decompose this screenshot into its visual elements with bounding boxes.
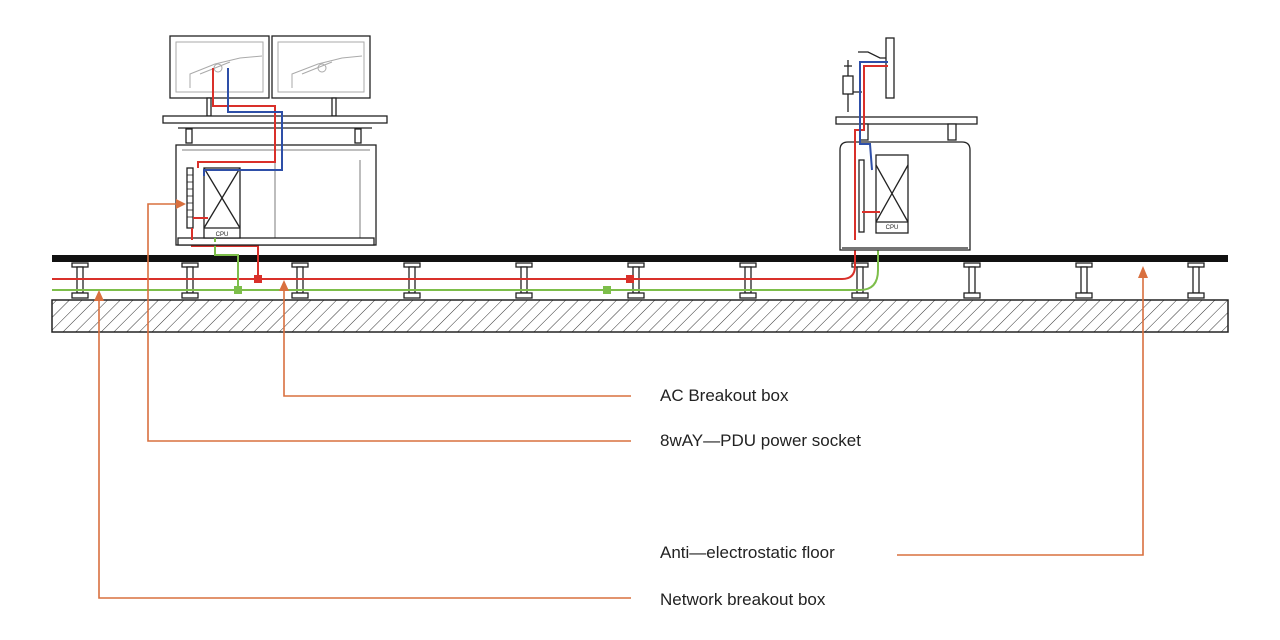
raised-floor-deck bbox=[52, 255, 1228, 262]
concrete-subfloor bbox=[51, 299, 1229, 333]
network-breakout-label: Network breakout box bbox=[660, 590, 826, 609]
leader-network-breakout bbox=[98, 299, 631, 599]
ac-breakout-box-2 bbox=[626, 275, 634, 283]
right-workstation bbox=[835, 37, 978, 251]
floor-pedestal bbox=[739, 262, 757, 299]
arrow-floor bbox=[1138, 266, 1148, 278]
ac-breakout-box-1 bbox=[254, 275, 262, 283]
ac-breakout-label: AC Breakout box bbox=[660, 386, 789, 405]
right-data-up bbox=[859, 61, 888, 171]
left-monitor-2 bbox=[271, 35, 371, 99]
left-monitor-1 bbox=[169, 35, 270, 99]
network-breakout-box-2 bbox=[603, 286, 611, 294]
network-breakout-box-1 bbox=[234, 286, 242, 294]
leader-ac-breakout bbox=[283, 288, 631, 397]
callout-leaders bbox=[98, 203, 1144, 599]
leader-floor bbox=[897, 276, 1144, 556]
left-data-cable bbox=[203, 68, 283, 176]
floor-pedestal bbox=[1187, 262, 1205, 299]
right-pdu-strip bbox=[858, 159, 865, 233]
floor-pedestal bbox=[515, 262, 533, 299]
floor-pedestal bbox=[403, 262, 421, 299]
pdu-socket-label: 8wAY—PDU power socket bbox=[660, 431, 861, 450]
left-cpu-label: CPU bbox=[216, 232, 229, 238]
right-monitor bbox=[885, 37, 895, 99]
floor-pedestal bbox=[291, 262, 309, 299]
leader-pdu-socket bbox=[147, 203, 631, 442]
right-desk-top bbox=[835, 116, 978, 125]
right-workstation-cables bbox=[854, 61, 888, 240]
network-cable-left-drop bbox=[214, 240, 239, 290]
power-cable-underfloor bbox=[52, 240, 856, 280]
floor-pedestal bbox=[71, 262, 89, 299]
floor-pedestal bbox=[963, 262, 981, 299]
floor-label: Anti—electrostatic floor bbox=[660, 543, 835, 562]
left-pdu-strip bbox=[186, 167, 194, 229]
arrow-pdu-socket bbox=[176, 199, 186, 209]
arrow-ac-breakout bbox=[279, 280, 289, 291]
arrow-network-breakout bbox=[94, 290, 104, 301]
left-cpu-box bbox=[203, 167, 241, 239]
left-workstation-cables bbox=[191, 68, 283, 242]
floor-pedestal bbox=[181, 262, 199, 299]
left-power-to-monitors bbox=[197, 68, 276, 168]
network-cable-underfloor bbox=[52, 240, 879, 291]
right-cpu-label: CPU bbox=[886, 225, 899, 231]
floor-pedestal bbox=[1075, 262, 1093, 299]
right-power-up bbox=[854, 65, 888, 240]
callout-arrowheads bbox=[94, 199, 1148, 301]
floor-pedestal bbox=[851, 262, 869, 299]
